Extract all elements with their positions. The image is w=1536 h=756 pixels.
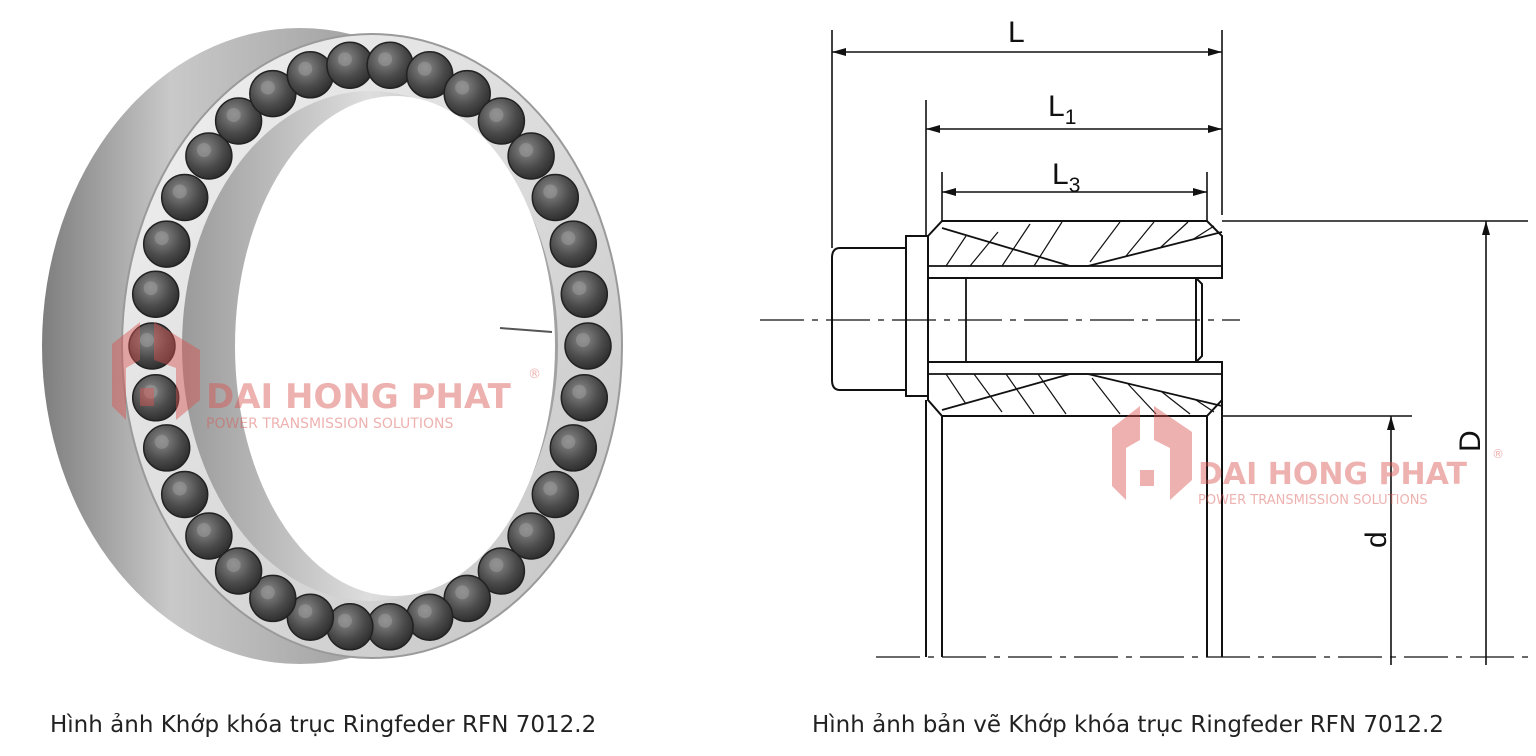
bolt-highlight xyxy=(572,281,587,296)
bolt-highlight xyxy=(196,143,211,157)
hatch-line xyxy=(1125,221,1155,257)
bolt-highlight xyxy=(489,108,504,122)
hatch-line xyxy=(1195,399,1215,413)
hatch-line xyxy=(1001,223,1031,267)
bolt-highlight xyxy=(154,434,169,449)
watermark-right: DAI HONG PHAT ® POWER TRANSMISSION SOLUT… xyxy=(1112,406,1504,508)
bolt-head xyxy=(160,173,209,222)
bolt-highlight xyxy=(543,481,558,496)
caption-product-image: Hình ảnh Khớp khóa trục Ringfeder RFN 70… xyxy=(50,712,597,738)
bolt-highlight xyxy=(298,61,313,76)
dim-label-L: L xyxy=(1008,16,1025,49)
bolt-head xyxy=(128,322,176,370)
brand-logo-icon xyxy=(1112,406,1192,500)
dim-label-L1: L1 xyxy=(1048,90,1076,129)
bolt-highlight xyxy=(140,333,154,347)
bolt-head xyxy=(249,574,297,623)
hatch-line xyxy=(945,373,967,405)
bolt-highlight xyxy=(572,384,587,399)
hatch-line xyxy=(1191,225,1215,241)
bolt-highlight xyxy=(417,61,432,76)
bolt-ring xyxy=(128,41,612,651)
bolt-highlight xyxy=(378,52,393,67)
bolt-highlight xyxy=(172,481,187,496)
bolt-head xyxy=(507,512,555,560)
dim-label-L3: L3 xyxy=(1052,158,1080,197)
bolt-highlight xyxy=(226,558,241,572)
watermark-tagline-left: POWER TRANSMISSION SOLUTIONS xyxy=(206,416,453,432)
watermark-registered-left: ® xyxy=(528,367,541,382)
bolt-head xyxy=(531,173,580,222)
bolt-highlight xyxy=(196,523,211,537)
bolt-head xyxy=(560,374,609,422)
dim-label-d: d xyxy=(1360,531,1393,548)
bolt-highlight xyxy=(489,558,504,572)
hatch-line xyxy=(1161,391,1191,415)
bolt-highlight xyxy=(337,52,352,67)
hatch-line xyxy=(1037,373,1067,415)
ring-bore-opening xyxy=(235,96,555,596)
bolt-highlight xyxy=(519,523,534,537)
bolt-head xyxy=(549,424,598,472)
brand-logo-icon-left xyxy=(112,322,200,420)
bolt-head xyxy=(131,374,180,422)
bolt-highlight xyxy=(143,281,158,296)
bolt-highlight xyxy=(226,108,241,122)
bolt-highlight xyxy=(576,333,590,347)
bolt-head xyxy=(160,470,209,519)
hatch-line xyxy=(973,373,1003,413)
bolt-highlight xyxy=(260,585,275,600)
hatch-line xyxy=(969,231,999,267)
bolt-highlight xyxy=(519,143,534,157)
bolt-highlight xyxy=(455,80,470,95)
bolt-highlight xyxy=(455,585,470,600)
hatch-line xyxy=(1127,383,1157,415)
hatch-line xyxy=(1033,221,1063,267)
bolt-head xyxy=(214,97,263,145)
hatch-line xyxy=(1159,221,1189,249)
bolt-highlight xyxy=(561,231,576,246)
bolt-head xyxy=(477,97,526,145)
watermark-brand: DAI HONG PHAT xyxy=(1198,457,1467,492)
bolt-head xyxy=(549,220,598,268)
bolt-head xyxy=(142,220,191,268)
product-image xyxy=(42,28,623,664)
bolt-head xyxy=(531,470,580,519)
hatch-line xyxy=(1005,373,1035,415)
hatch-line xyxy=(1089,221,1121,263)
bolt-head xyxy=(214,547,263,595)
bolt-head xyxy=(185,512,233,560)
bolt-head xyxy=(185,132,233,180)
bolt-highlight xyxy=(143,384,158,399)
bolt-highlight xyxy=(337,613,352,628)
watermark-tagline: POWER TRANSMISSION SOLUTIONS xyxy=(1198,493,1428,508)
bolt-highlight xyxy=(543,184,558,199)
bolt-highlight xyxy=(417,604,432,619)
bolt-head xyxy=(560,270,609,318)
bolt-head xyxy=(131,270,180,318)
bolt-head xyxy=(564,322,612,370)
bolt-highlight xyxy=(561,434,576,449)
technical-drawing: L L1 L3 D d DAI HONG PHAT ® POWER TRANSM… xyxy=(760,16,1532,665)
ring-slit xyxy=(499,327,553,333)
watermark-brand-left: DAI HONG PHAT xyxy=(206,377,512,417)
watermark-registered: ® xyxy=(1492,447,1504,461)
bolt-highlight xyxy=(172,184,187,199)
bolt-head xyxy=(443,69,491,118)
bolt-highlight xyxy=(298,604,313,619)
bolt-highlight xyxy=(154,231,169,246)
bolt-highlight xyxy=(260,80,275,95)
bolt-head xyxy=(142,424,191,472)
bolt-highlight xyxy=(378,613,393,628)
watermark-left: DAI HONG PHAT ® POWER TRANSMISSION SOLUT… xyxy=(112,322,541,432)
hatch-line xyxy=(945,235,967,267)
hatch-line xyxy=(1091,377,1121,415)
dim-label-D: D xyxy=(1454,430,1487,452)
bolt-head xyxy=(477,547,526,595)
bolt-head xyxy=(507,132,555,180)
caption-technical-drawing: Hình ảnh bản vẽ Khớp khóa trục Ringfeder… xyxy=(812,712,1444,738)
